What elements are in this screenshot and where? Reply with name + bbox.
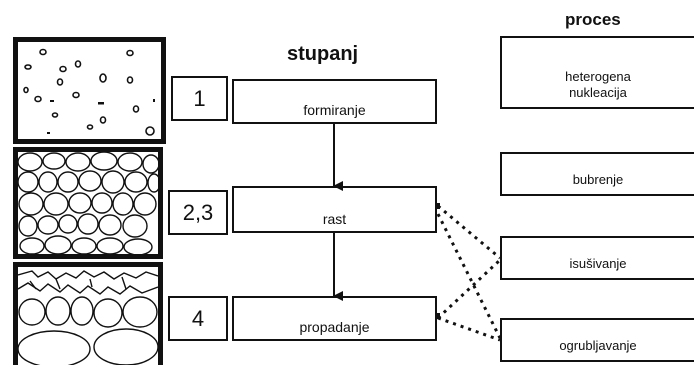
dotted-link-degradation-drying (436, 258, 502, 320)
degraded-grains-drawing (18, 270, 158, 365)
nuclei-drawing (23, 48, 155, 136)
stage-number-1: 1 (171, 76, 228, 121)
dotted-link-growth-swelling (437, 204, 501, 260)
process-box-nucleation: heterogena nukleacija (500, 36, 694, 109)
stage-heading: stupanj (287, 43, 359, 65)
process-nucleation-line1: heterogena (565, 69, 631, 84)
stage-number-2: 2,3 (168, 190, 228, 235)
process-nucleation-line2: nukleacija (569, 85, 627, 100)
stage-number-3: 4 (168, 296, 228, 341)
process-heading: proces (565, 10, 621, 29)
illustration-formation (13, 37, 166, 144)
connector-dot-growth (435, 203, 440, 209)
illustration-degradation (13, 262, 163, 365)
illustration-growth (13, 147, 163, 259)
connector-dot-degradation (435, 313, 440, 319)
grains-drawing (18, 152, 158, 254)
process-box-drying: isušivanje (500, 236, 694, 280)
process-box-swelling: bubrenje (500, 152, 694, 196)
stage-box-formation: formiranje (232, 79, 437, 124)
process-box-coarsening: ogrubljavanje (500, 318, 694, 362)
stage-box-degradation: propadanje (232, 296, 437, 341)
dotted-link-degradation-coarsening (437, 316, 501, 342)
